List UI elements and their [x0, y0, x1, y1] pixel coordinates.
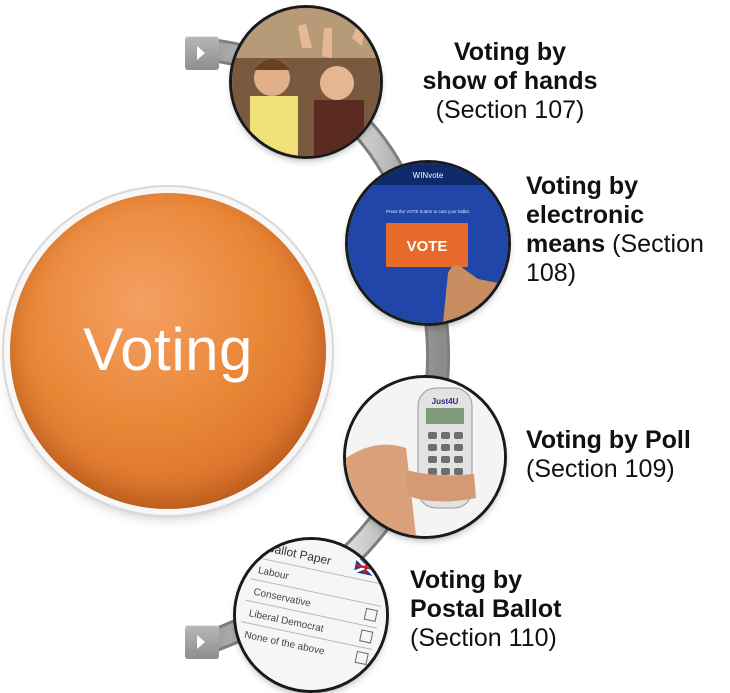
voting-hub-circle: Voting [10, 193, 326, 509]
caption-postal-ballot: Voting by Postal Ballot (Section 110) [410, 566, 630, 653]
caption-title-line: Voting by [453, 38, 567, 66]
arrow-tab-icon [185, 625, 219, 659]
caption-title-line: Postal Ballot [410, 595, 562, 623]
caption-electronic: Voting by electronic means (Section 108) [526, 172, 730, 288]
touchscreen-illustration: WINvote Press the VOTE button to cast yo… [348, 163, 508, 323]
screen-prompt: Press the VOTE button to cast your ballo… [386, 209, 470, 214]
device-brand: Just4U [432, 397, 459, 406]
screen-vote-button: VOTE [407, 238, 448, 255]
caption-title-line: Voting by [526, 172, 639, 200]
ballot-paper-photo: Ballot Paper Labour Conservative Liberal… [236, 540, 386, 690]
caption-section: (Section [612, 230, 704, 258]
hub-label: Voting [83, 315, 253, 383]
ballot-illustration: Ballot Paper Labour Conservative Liberal… [236, 540, 386, 690]
caption-title-line: electronic [526, 201, 645, 229]
touchscreen-vote-photo: WINvote Press the VOTE button to cast yo… [348, 163, 508, 323]
keypad-illustration: Just4U [346, 378, 504, 536]
hands-raised-photo [232, 8, 380, 156]
caption-section: (Section 107) [435, 96, 585, 124]
arrow-tab-icon [185, 36, 219, 70]
handheld-keypad-photo: Just4U [346, 378, 504, 536]
caption-title-line: Voting by [410, 566, 523, 594]
caption-title-line: show of hands [422, 67, 598, 95]
hands-raised-illustration [232, 8, 380, 156]
screen-header: WINvote [413, 171, 444, 180]
caption-show-of-hands: Voting by show of hands (Section 107) [400, 38, 620, 125]
caption-poll: Voting by Poll (Section 109) [526, 426, 730, 484]
caption-section: (Section 109) [526, 455, 675, 483]
caption-title-line: Voting by Poll [526, 426, 691, 454]
caption-section: 108) [526, 259, 577, 287]
caption-section: (Section 110) [410, 624, 557, 652]
caption-title-line: means [526, 230, 606, 258]
